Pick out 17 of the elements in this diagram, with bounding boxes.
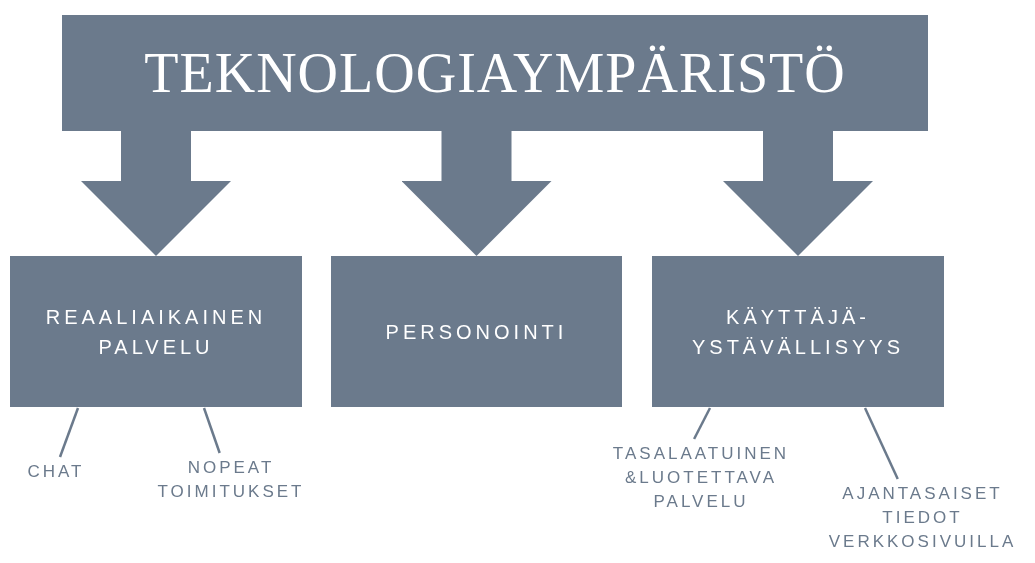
category-label: KÄYTTÄJÄ- YSTÄVÄLLISYYS	[690, 304, 906, 360]
block-arrow	[401, 131, 552, 256]
category-label: REAALIAIKAINEN PALVELU	[44, 304, 268, 360]
category-box	[10, 256, 302, 407]
category-box	[652, 256, 944, 407]
block-arrow	[723, 131, 873, 256]
leader-line	[693, 407, 712, 440]
title-text: TEKNOLOGIAYMPÄRISTÖ	[144, 41, 846, 106]
category-box	[331, 256, 622, 407]
feature-label: CHAT	[16, 460, 96, 486]
feature-label: NOPEAT TOIMITUKSET	[150, 456, 312, 510]
leader-line	[863, 407, 899, 480]
category-label: PERSONOINTI	[385, 319, 568, 345]
leader-line	[58, 407, 80, 458]
block-arrow	[81, 131, 231, 256]
title-box	[62, 15, 928, 131]
leader-line	[202, 407, 221, 454]
